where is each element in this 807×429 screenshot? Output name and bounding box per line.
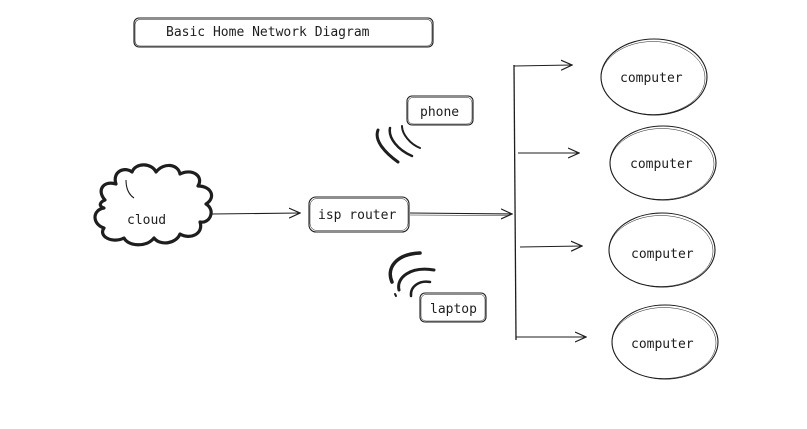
computer-label: computer xyxy=(631,337,694,352)
laptop-node: laptop xyxy=(419,292,487,323)
branch-arrow-1 xyxy=(513,65,572,66)
isp-router-node: isp router xyxy=(308,196,410,233)
distribution-line xyxy=(513,64,517,341)
phone-label: phone xyxy=(420,105,459,120)
computer-node-3: computer xyxy=(608,212,716,288)
branch-arrow-3 xyxy=(519,246,582,247)
cloud-to-router-arrow xyxy=(211,213,300,214)
computer-node-4: computer xyxy=(611,304,719,380)
cloud-shape xyxy=(93,163,214,247)
phone-wifi-signal-icon xyxy=(375,125,421,164)
computer-label: computer xyxy=(620,71,683,86)
phone-node: phone xyxy=(406,95,474,126)
isp-router-label: isp router xyxy=(318,208,396,223)
cloud-node: cloud xyxy=(93,163,214,247)
computer-node-1: computer xyxy=(600,38,708,116)
title-box: Basic Home Network Diagram xyxy=(133,17,434,48)
router-to-switch-arrow xyxy=(409,213,512,214)
diagram-title: Basic Home Network Diagram xyxy=(166,25,370,40)
computer-node-2: computer xyxy=(609,125,717,201)
computer-label: computer xyxy=(631,247,694,262)
cloud-label: cloud xyxy=(127,213,166,228)
laptop-wifi-signal-icon xyxy=(388,251,436,298)
computer-label: computer xyxy=(630,157,693,172)
laptop-label: laptop xyxy=(430,302,477,317)
